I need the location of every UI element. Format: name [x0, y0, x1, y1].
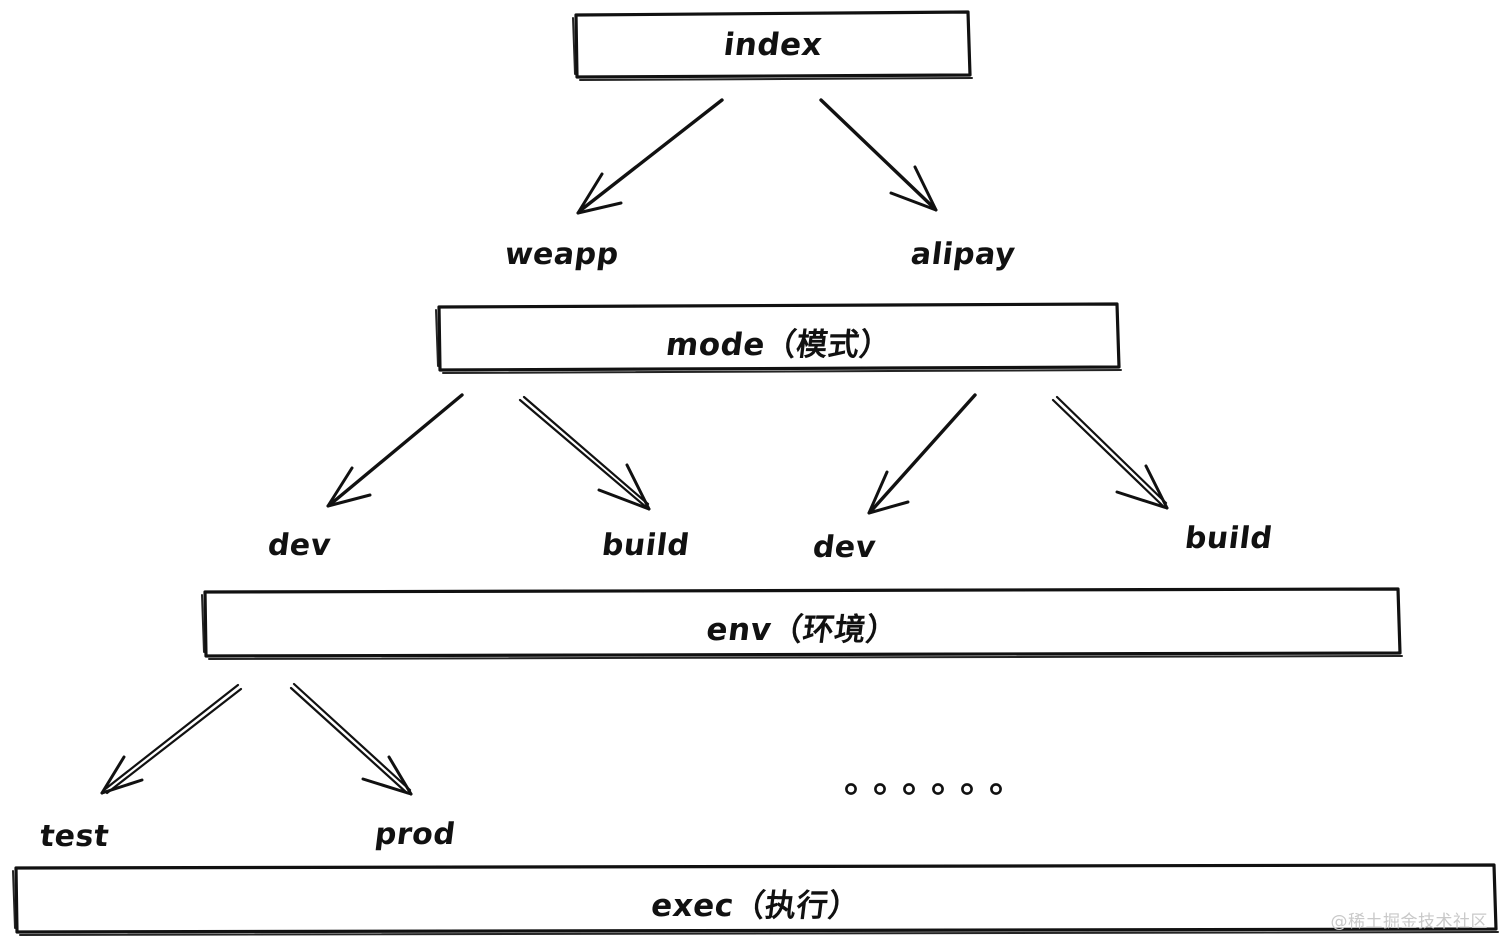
- branch-label-test: test: [37, 819, 112, 854]
- arrow-env-to-test: [100, 683, 243, 795]
- arrow-mode-to-build-1: [518, 395, 651, 511]
- arrow-mode-to-build-2: [1051, 395, 1169, 510]
- env-box-shape: [201, 587, 1403, 660]
- arrow-index-to-weapp: [576, 98, 724, 215]
- more-items-ellipsis: [845, 783, 1002, 795]
- arrow-mode-to-dev-1: [326, 393, 464, 508]
- arrow-index-to-alipay: [819, 98, 938, 212]
- arrow-env-to-prod: [289, 682, 413, 796]
- index-box-shape: [572, 10, 973, 81]
- arrow-mode-to-dev-2: [867, 393, 977, 515]
- mode-box-shape: [435, 302, 1122, 374]
- branch-label-build-1: build: [599, 528, 692, 563]
- branch-label-prod: prod: [372, 817, 458, 852]
- index-box-label: index: [721, 27, 825, 63]
- branch-label-alipay: alipay: [908, 237, 1018, 272]
- exec-box-label: exec（执行）: [649, 888, 862, 924]
- branch-label-build-2: build: [1182, 521, 1275, 556]
- watermark-text: @稀土掘金技术社区: [1330, 912, 1488, 932]
- branch-label-dev-1: dev: [265, 528, 334, 563]
- env-box-label: env（环境）: [704, 612, 900, 648]
- branch-label-weapp: weapp: [502, 237, 621, 272]
- mode-box-label: mode（模式）: [663, 327, 894, 363]
- branch-label-dev-2: dev: [810, 530, 879, 565]
- exec-box-shape: [12, 863, 1499, 936]
